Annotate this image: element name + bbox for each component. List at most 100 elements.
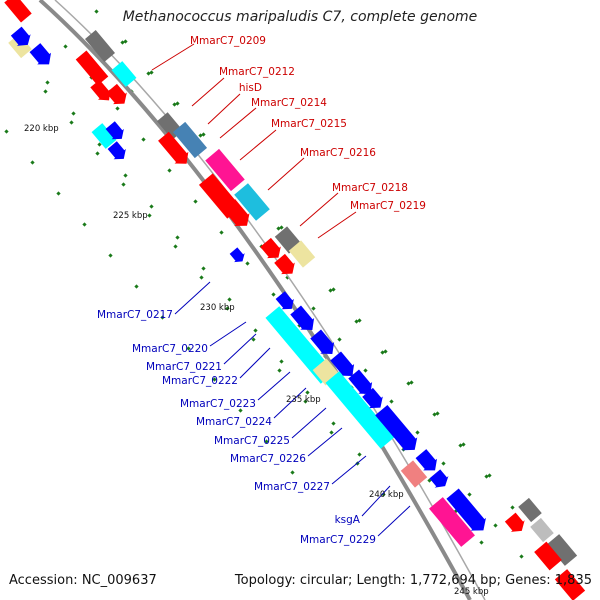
- forward-leader-line: [207, 93, 241, 125]
- reverse-gene-label: MmarC7_0229: [300, 534, 376, 546]
- skew-dot: [63, 44, 68, 49]
- gene-arrow-shape: [222, 199, 250, 227]
- feature-block: [265, 306, 335, 384]
- feature-arrow: [106, 83, 127, 105]
- feature-arrow: [504, 512, 525, 532]
- skew-dot: [95, 151, 100, 156]
- skew-dot: [225, 306, 230, 311]
- skew-dot: [30, 160, 35, 165]
- reverse-leader-line: [223, 333, 257, 365]
- forward-leader-line: [267, 157, 305, 191]
- gene-block-shape: [429, 497, 475, 547]
- gene-block-shape: [546, 534, 578, 566]
- feature-arrow: [429, 469, 449, 488]
- feature-arrow: [275, 291, 294, 310]
- feature-block: [91, 123, 117, 149]
- reverse-leader-line: [257, 371, 291, 401]
- skew-dot: [97, 142, 102, 147]
- reverse-leader-line: [273, 387, 307, 419]
- reverse-gene-label: MmarC7_0227: [254, 481, 330, 493]
- skew-dot: [167, 168, 172, 173]
- skew-dot: [311, 306, 316, 311]
- skew-dot: [160, 315, 165, 320]
- gene-block-shape: [265, 306, 335, 384]
- feature-block: [400, 460, 428, 488]
- skew-dot: [277, 368, 282, 373]
- skew-dot: [56, 191, 61, 196]
- skew-dot: [141, 137, 146, 142]
- reverse-leader-line: [377, 505, 411, 537]
- scale-label: 240 kbp: [369, 490, 404, 500]
- feature-block: [8, 33, 32, 59]
- gene-arrow-shape: [310, 329, 335, 354]
- backbone-line-1: [38, 0, 472, 600]
- gene-arrow-shape: [504, 512, 525, 532]
- skew-dot: [329, 430, 334, 435]
- scale-label: 235 kbp: [286, 395, 321, 405]
- reverse-gene-label: MmarC7_0220: [132, 343, 208, 355]
- skew-dot: [69, 120, 74, 125]
- skew-dot: [227, 297, 232, 302]
- gene-arrow-shape: [158, 131, 189, 164]
- reverse-gene-label: MmarC7_0223: [180, 398, 256, 410]
- skew-dot: [271, 292, 276, 297]
- skew-dot: [493, 523, 498, 528]
- gene-labels: MmarC7_0209MmarC7_0212hisDMmarC7_0214Mma…: [97, 35, 426, 546]
- feature-arrow: [105, 121, 124, 140]
- forward-gene-label: MmarC7_0214: [251, 97, 327, 109]
- skew-dot: [149, 70, 154, 75]
- reverse-leader-line: [331, 455, 367, 485]
- scale-label: 225 kbp: [113, 211, 148, 221]
- reverse-gene-label: MmarC7_0224: [196, 416, 272, 428]
- skew-dot: [149, 204, 154, 209]
- skew-dot: [363, 368, 368, 373]
- skew-dot: [121, 182, 126, 187]
- reverse-gene-label: MmarC7_0225: [214, 435, 290, 447]
- skew-dot: [264, 439, 269, 444]
- feature-block: [530, 517, 554, 543]
- accession-text: Accession: NC_009637: [9, 573, 157, 588]
- gene-block-shape: [205, 148, 245, 192]
- skew-dot: [279, 359, 284, 364]
- skew-dot: [186, 346, 191, 351]
- feature-block: [84, 30, 116, 62]
- gene-arrow-shape: [274, 253, 295, 275]
- skew-dot: [45, 80, 50, 85]
- skew-dot: [253, 328, 258, 333]
- skew-dot: [123, 39, 128, 44]
- skew-dot: [175, 101, 180, 106]
- feature-arrow: [10, 26, 31, 46]
- gene-block-shape: [4, 0, 32, 23]
- gene-arrow-shape: [106, 83, 127, 105]
- forward-leader-line: [219, 107, 257, 139]
- feature-arrow: [274, 253, 295, 275]
- gene-arrow-shape: [260, 237, 281, 259]
- skew-dot: [199, 275, 204, 280]
- map-title: Methanococcus maripaludis C7, complete g…: [122, 9, 478, 25]
- skew-dot: [201, 266, 206, 271]
- skew-dot: [251, 337, 256, 342]
- skew-dot: [461, 442, 466, 447]
- skew-dot: [201, 132, 206, 137]
- feature-arrow: [260, 237, 281, 259]
- gene-block-shape: [234, 183, 270, 221]
- skew-dot: [175, 235, 180, 240]
- skew-dot: [71, 111, 76, 116]
- feature-arrow: [229, 247, 245, 263]
- gene-arrow-shape: [105, 121, 124, 140]
- forward-leader-line: [317, 211, 357, 239]
- gene-arrow-shape: [229, 247, 245, 263]
- genome-backbone: [38, 0, 486, 600]
- topology-text: Topology: circular; Length: 1,772,694 bp…: [234, 573, 592, 588]
- backbone-line-2: [54, 0, 486, 600]
- gene-block-shape: [400, 460, 428, 488]
- forward-leader-line: [239, 129, 277, 161]
- feature-block: [75, 50, 109, 86]
- feature-block: [554, 569, 586, 600]
- reverse-leader-line: [291, 407, 327, 439]
- gene-block-shape: [172, 121, 208, 159]
- skew-dot: [238, 408, 243, 413]
- gene-block-shape: [111, 61, 137, 87]
